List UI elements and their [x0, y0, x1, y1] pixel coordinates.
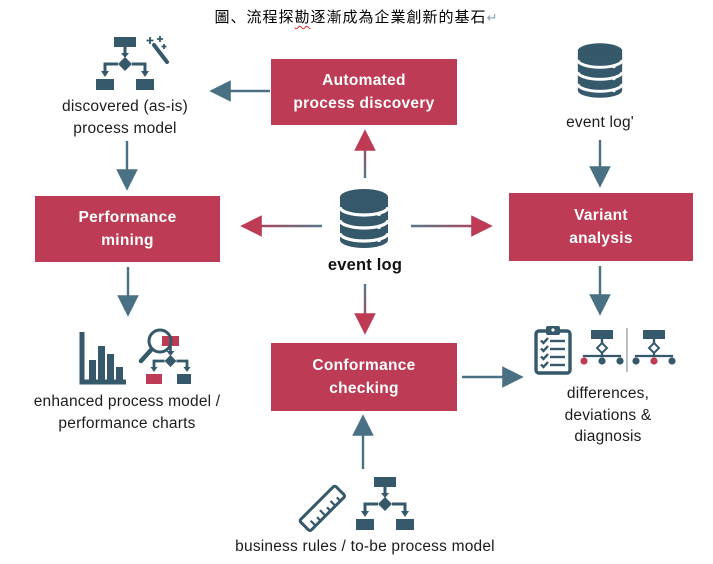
figure-title: 圖、流程探勘逐漸成為企業創新的基石↵ [0, 6, 713, 27]
box-label: Variant [574, 206, 628, 224]
business-rules-label: business rules / to-be process model [235, 538, 495, 555]
event-log-database-icon [338, 188, 390, 250]
ruler-icon [294, 480, 350, 536]
discovered-model-label: discovered (as-is) process model [25, 96, 225, 139]
title-text-2: 逐漸成為企業創新的基石 [310, 8, 487, 26]
title-text: 圖、流程探 [214, 8, 295, 26]
variant-analysis-box: Variant analysis [509, 193, 693, 261]
label-line: deviations & [564, 406, 652, 424]
conformance-checking-box: Conformance checking [271, 343, 457, 411]
variant-tree-icon [579, 330, 625, 368]
magnifier-process-icon [133, 327, 191, 389]
automated-process-discovery-box: Automated process discovery [271, 59, 457, 125]
checklist-icon [533, 326, 573, 376]
box-label: checking [329, 380, 399, 397]
performance-mining-box: Performance mining [35, 196, 220, 262]
differences-label: differences, deviations & diagnosis [545, 383, 671, 448]
box-label: Performance [78, 208, 177, 226]
box-label: Conformance [312, 356, 416, 374]
enhanced-model-label: enhanced process model / performance cha… [8, 391, 246, 434]
box-label: mining [101, 232, 154, 249]
event-log-prime-database-icon [576, 40, 624, 102]
label-line: discovered (as-is) [62, 98, 188, 115]
process-model-magic-wand-icon [92, 36, 170, 94]
bar-chart-icon [76, 330, 130, 390]
label-line: differences, [566, 385, 650, 402]
event-log-label: event log [327, 256, 403, 274]
label-line: diagnosis [574, 428, 642, 446]
box-label: process discovery [293, 95, 435, 112]
label-line: enhanced process model / [33, 393, 221, 410]
box-label: Automated [322, 71, 406, 89]
title-misspelled-text: 勘 [294, 8, 311, 26]
paragraph-mark: ↵ [486, 11, 499, 26]
label-line: performance charts [58, 414, 196, 432]
label-line: process model [73, 119, 177, 137]
box-label: analysis [569, 230, 633, 247]
to-be-process-model-icon [352, 476, 418, 532]
event-log-prime-label: event log' [566, 114, 634, 131]
variant-tree-icon [631, 330, 677, 368]
